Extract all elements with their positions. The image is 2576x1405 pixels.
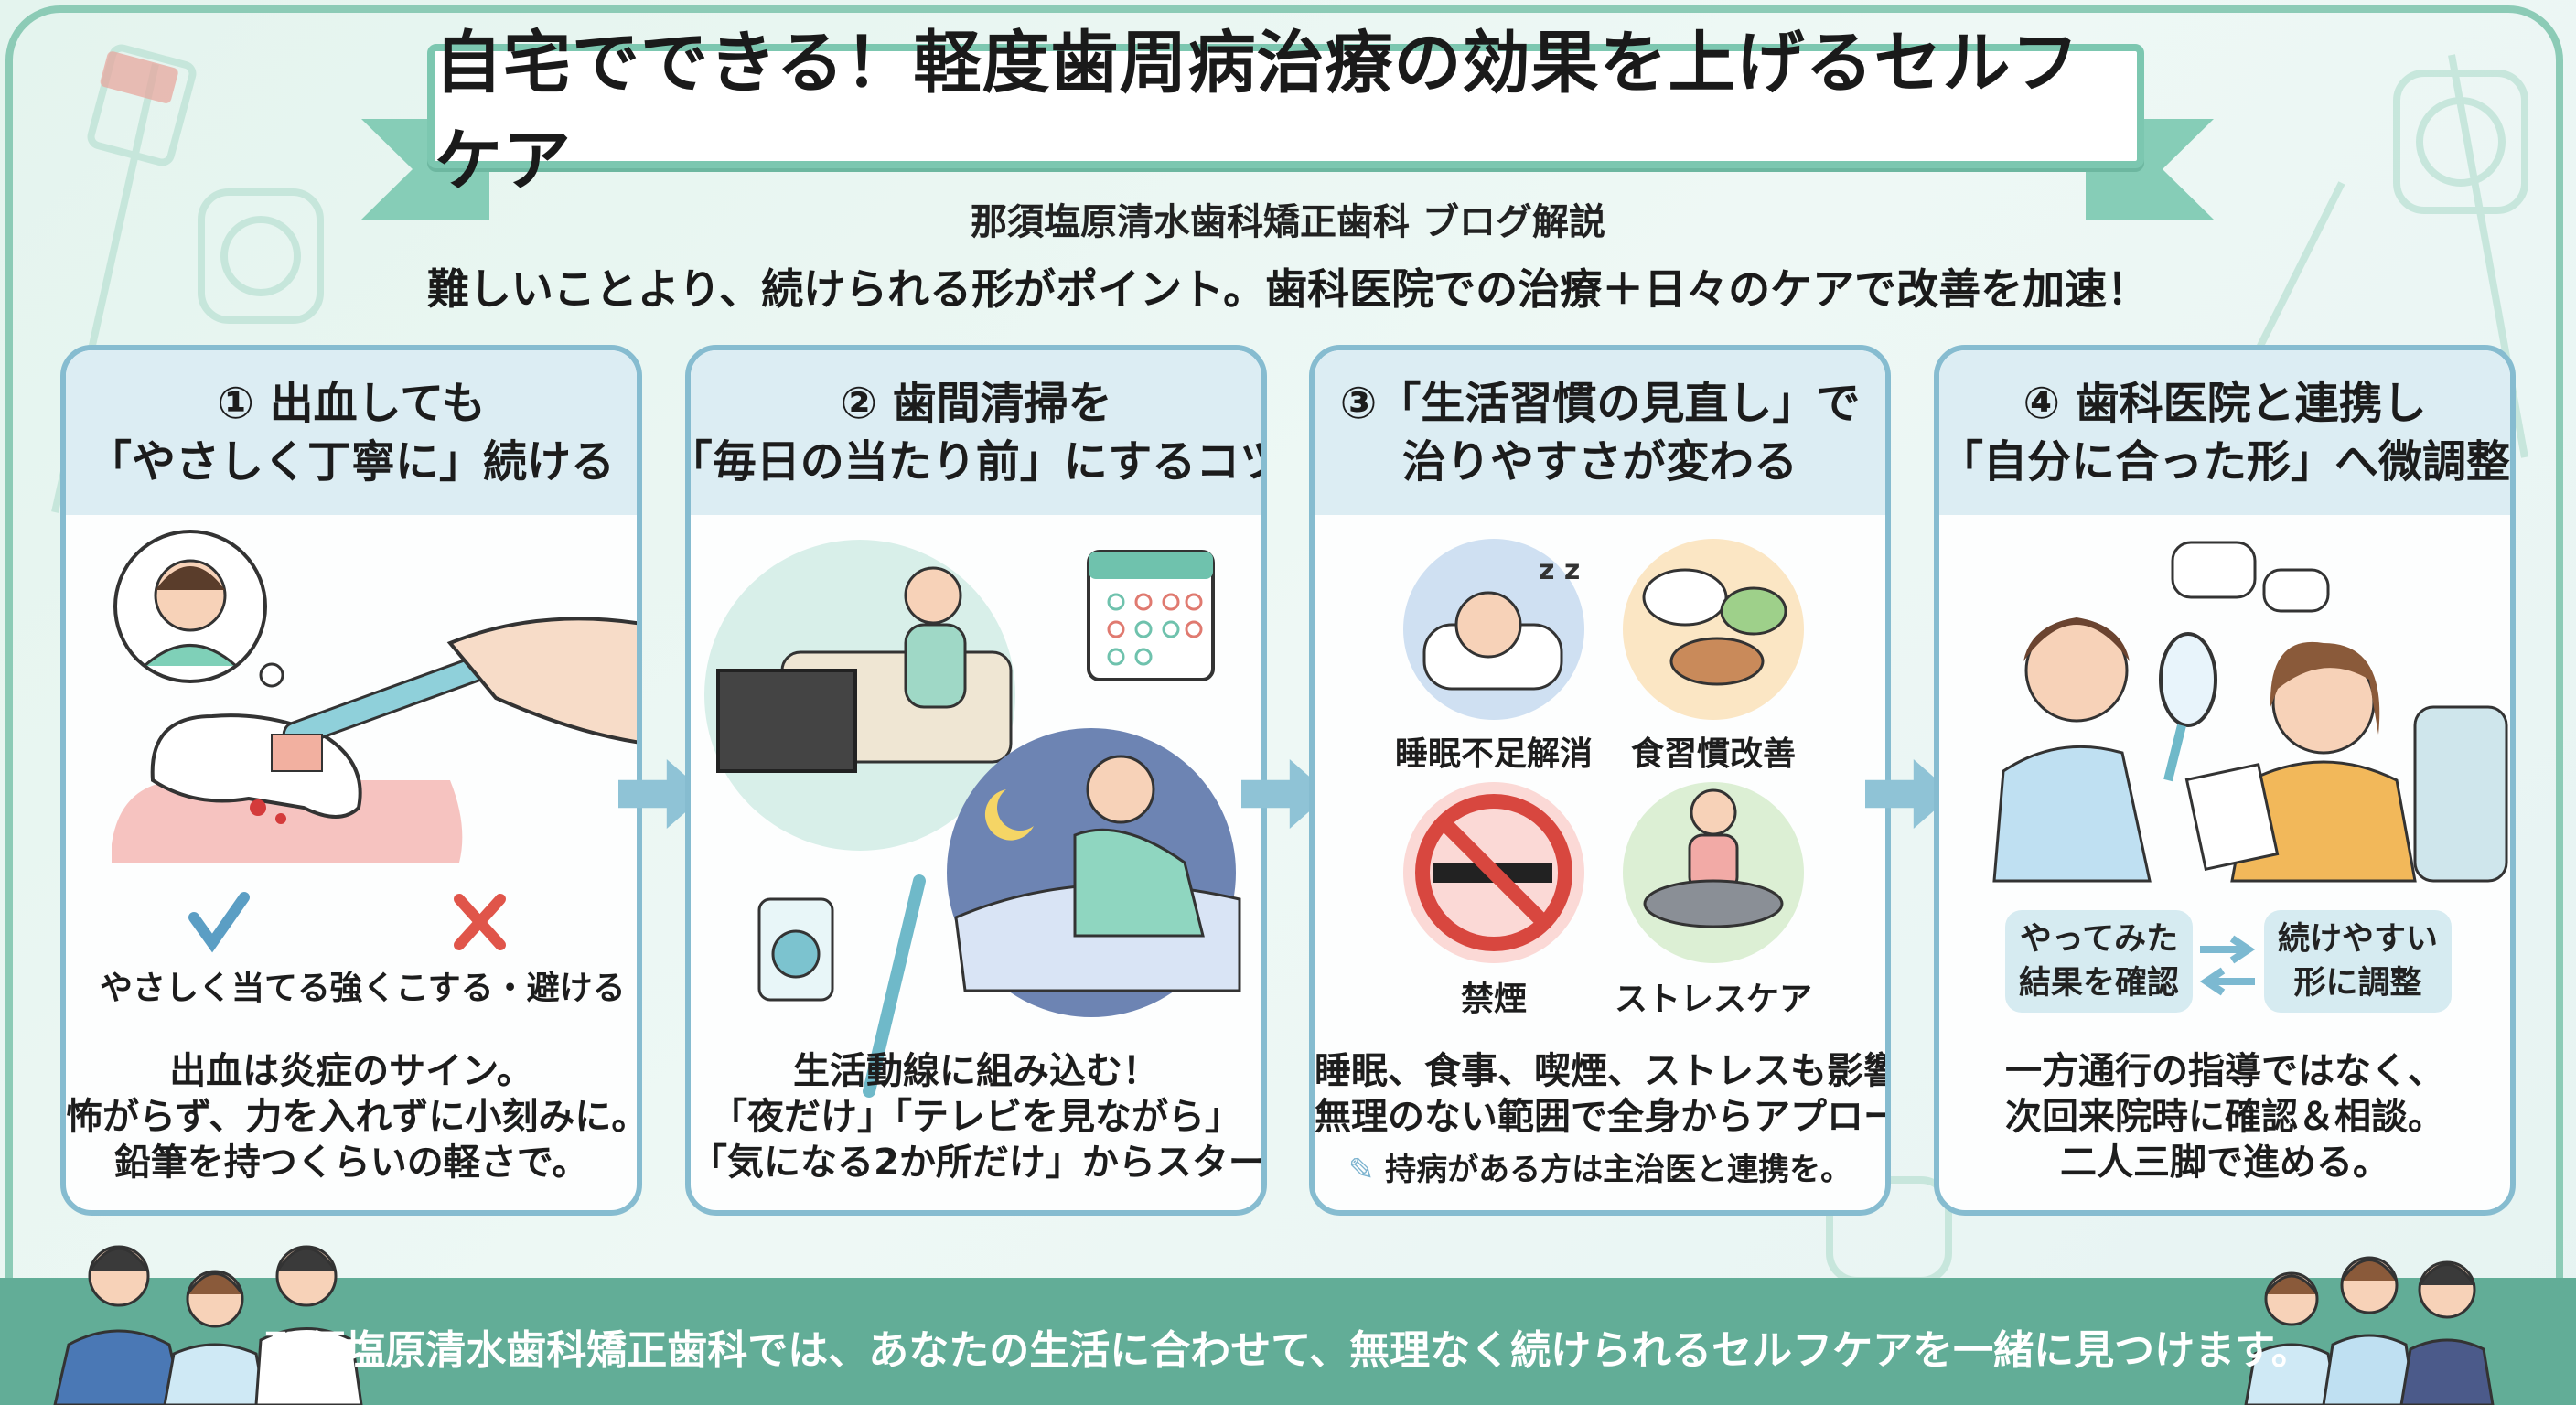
box-text: 続けやすい — [2277, 921, 2438, 958]
card-title-line2: 「やさしく丁寧に」続ける — [87, 436, 615, 488]
card-title-line2: 「自分に合った形」へ微調整 — [1939, 436, 2511, 488]
card-text-line: 出血は炎症のサイン。 — [169, 1050, 533, 1092]
brushing-illustration — [112, 530, 637, 953]
card-text-line: 一方通行の指導ではなく、 — [2005, 1050, 2444, 1092]
card-text-line: 次回来院時に確認＆相談。 — [2005, 1096, 2444, 1138]
card-note: 持病がある方は主治医と連携を。 — [1385, 1152, 1852, 1188]
item-label: 食習慣改善 — [1630, 735, 1797, 773]
card-title-line1: ② 歯間清掃を — [840, 378, 1112, 429]
good-label: やさしく当てる — [99, 970, 331, 1007]
card-text-line: 怖がらず、力を入れずに小刻みに。 — [66, 1096, 642, 1138]
clipboard-icon — [2184, 762, 2280, 872]
card-header: ③「生活習慣の見直し」で 治りやすさが変わる — [1315, 350, 1885, 515]
card-text-line: 無理のない範囲で全身からアプローチ。 — [1315, 1096, 1885, 1138]
edit-note-icon: ✎ — [1347, 1152, 1375, 1188]
card-title-line1: ④ 歯科医院と連携し — [2023, 378, 2427, 429]
card-text-line: 二人三脚で進める。 — [2060, 1142, 2389, 1184]
card-header: ④ 歯科医院と連携し 「自分に合った形」へ微調整 — [1939, 350, 2510, 515]
card-interdental-cleaning: ② 歯間清掃を 「毎日の当たり前」にするコツ 生活動線に組 — [685, 345, 1267, 1216]
cross-icon — [454, 894, 506, 950]
tagline: 難しいことより、続けられる形がポイント。歯科医院での治療＋日々のケアで改善を加速… — [426, 264, 2150, 314]
card-text-line: 「夜だけ」「テレビを見ながら」 — [711, 1096, 1241, 1138]
lifestyle-illustration: z z — [1403, 539, 1804, 963]
card-clinic-collaboration: ④ 歯科医院と連携し 「自分に合った形」へ微調整 やってみた 結果を確認 続けや… — [1934, 345, 2516, 1216]
check-icon — [188, 892, 250, 953]
card-header: ② 歯間清掃を 「毎日の当たり前」にするコツ — [691, 350, 1261, 515]
card-gentle-brushing: ① 出血しても 「やさしく丁寧に」続ける やさしく当てる 強くこする・避ける 出… — [60, 345, 642, 1216]
card-lifestyle: ③「生活習慣の見直し」で 治りやすさが変わる z z 睡眠不足解消 食習慣改善 … — [1309, 345, 1891, 1216]
moon-icon — [984, 789, 1034, 841]
svg-text:z z: z z — [1539, 554, 1580, 586]
page-title: 自宅でできる！軽度歯周病治療の効果を上げるセルフケア — [435, 24, 2080, 200]
consultation-illustration — [1992, 541, 2508, 996]
adjust-box: 続けやすい 形に調整 — [2264, 910, 2452, 1013]
hand-mirror-icon — [2159, 632, 2217, 727]
card-text-line: 鉛筆を持つくらいの軽さで。 — [113, 1142, 589, 1184]
title-banner: 自宅でできる！軽度歯周病治療の効果を上げるセルフケア — [427, 24, 2144, 200]
arrow-left-icon — [2199, 967, 2255, 996]
box-text: やってみた — [2019, 921, 2179, 958]
gum-icon — [112, 780, 463, 863]
footer-message: 那須塩原清水歯科矯正歯科では、あなたの生活に合わせて、無理なく続けられるセルフケ… — [264, 1327, 2312, 1374]
footer-band — [0, 1278, 2576, 1405]
card-title-line1: ③「生活習慣の見直し」で — [1339, 378, 1861, 429]
daily-habit-illustration — [704, 540, 1241, 1098]
card-text-line: 睡眠、食事、喫煙、ストレスも影響。 — [1315, 1050, 1891, 1092]
hand-icon — [446, 617, 637, 745]
card-text-line: 「気になる2か所だけ」からスタート。 — [691, 1142, 1265, 1184]
card-title-line1: ① 出血しても — [217, 378, 486, 429]
interdental-brush-icon — [863, 874, 926, 1098]
card-title-line2: 「毎日の当たり前」にするコツ — [685, 436, 1267, 488]
item-label: ストレスケア — [1614, 981, 1813, 1018]
floss-icon — [198, 188, 324, 324]
card-header: ① 出血しても 「やさしく丁寧に」続ける — [66, 350, 637, 515]
card-title-line2: 治りやすさが変わる — [1401, 436, 1798, 488]
bad-label: 強くこする・避ける — [329, 970, 626, 1007]
box-text: 結果を確認 — [2018, 965, 2179, 1002]
check-result-box: やってみた 結果を確認 — [2005, 910, 2193, 1013]
item-label: 睡眠不足解消 — [1394, 735, 1594, 773]
arrow-right-icon — [2200, 935, 2256, 964]
outer-frame — [5, 5, 2563, 1405]
speech-bubble-icon — [2171, 541, 2257, 599]
item-label: 禁煙 — [1460, 981, 1528, 1018]
box-text: 形に調整 — [2293, 965, 2422, 1002]
tv-icon — [716, 669, 857, 773]
card-text-line: 生活動線に組み込む！ — [793, 1050, 1159, 1092]
subtitle: 那須塩原清水歯科矯正歯科 ブログ解説 — [971, 201, 1605, 243]
